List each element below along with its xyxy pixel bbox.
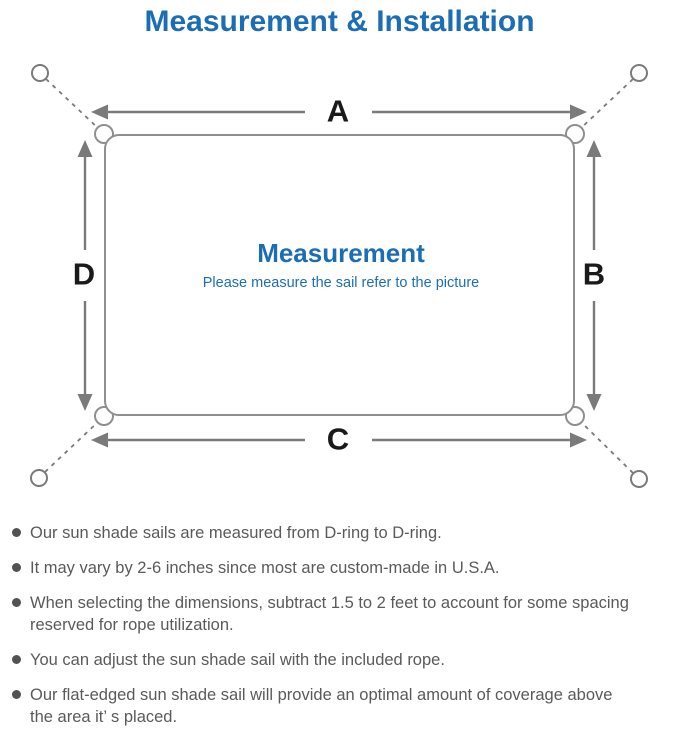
dimension-arrow-b [586, 140, 602, 411]
dim-label-d: D [73, 257, 95, 292]
list-item: You can adjust the sun shade sail with t… [12, 649, 665, 671]
rope-line-bottom-right [579, 420, 634, 474]
dimension-arrow-d [77, 140, 93, 411]
anchor-point-bottom-right [630, 470, 648, 488]
list-item: It may vary by 2-6 inches since most are… [12, 557, 665, 579]
list-item: Our sun shade sails are measured from D-… [12, 522, 665, 544]
note-text: It may vary by 2-6 inches since most are… [30, 559, 500, 577]
dim-label-a: A [327, 94, 349, 129]
bullet-icon [12, 655, 21, 664]
bullet-icon [12, 528, 21, 537]
page-title: Measurement & Installation [144, 5, 535, 38]
anchor-point-top-left [31, 64, 49, 82]
sail-outline [104, 134, 575, 416]
dimension-arrow-c [91, 432, 587, 448]
note-text: You can adjust the sun shade sail with t… [30, 651, 445, 669]
note-text: Our sun shade sails are measured from D-… [30, 524, 442, 542]
list-item: Our flat-edged sun shade sail will provi… [12, 684, 665, 728]
measurement-diagram: A C D B Measurement Please measure the s… [30, 64, 648, 488]
rope-line-top-right [579, 78, 634, 130]
dimension-arrow-a [91, 104, 587, 120]
anchor-point-top-right [630, 64, 648, 82]
list-item: When selecting the dimensions, subtract … [12, 592, 665, 636]
rope-line-top-left [45, 78, 100, 130]
note-text: When selecting the dimensions, subtract … [30, 594, 629, 634]
notes-list: Our sun shade sails are measured from D-… [0, 505, 679, 728]
diagram-center-subtitle: Please measure the sail refer to the pic… [203, 275, 479, 291]
note-text: Our flat-edged sun shade sail will provi… [30, 686, 613, 726]
dim-label-b: B [583, 257, 605, 292]
diagram-center-title: Measurement [257, 238, 425, 268]
bullet-icon [12, 598, 21, 607]
rope-line-bottom-left [44, 420, 100, 473]
dim-label-c: C [327, 422, 349, 457]
bullet-icon [12, 690, 21, 699]
bullet-icon [12, 563, 21, 572]
anchor-point-bottom-left [30, 469, 48, 487]
